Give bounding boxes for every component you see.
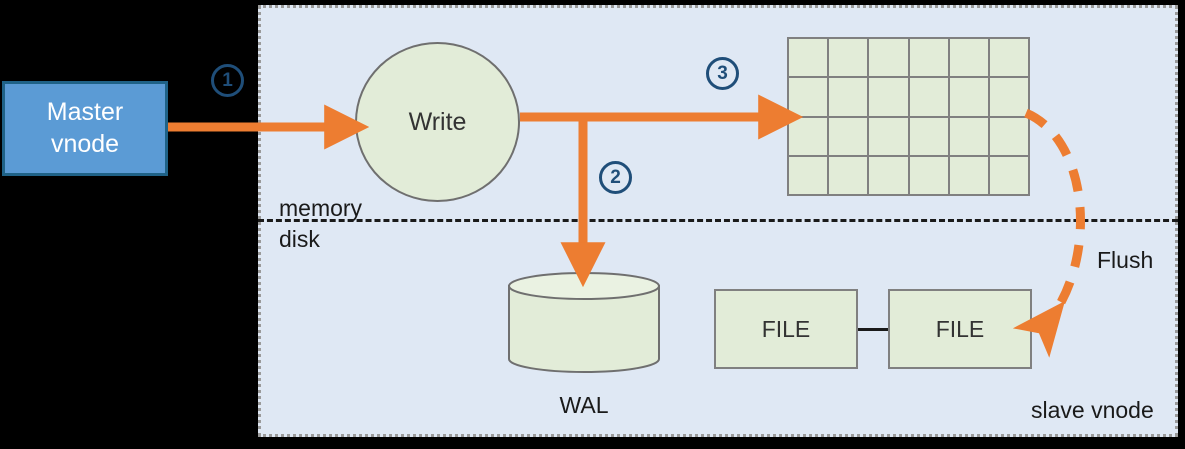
wal-cylinder-shape	[508, 272, 660, 373]
memtable-cell	[829, 39, 868, 77]
file-box-2[interactable]: FILE	[888, 289, 1032, 369]
memtable-cell	[989, 78, 1028, 116]
wal-cylinder[interactable]	[508, 272, 660, 373]
file-box-1[interactable]: FILE	[714, 289, 858, 369]
memtable-cell	[949, 117, 988, 155]
memory-label: memory	[279, 195, 363, 221]
memtable-cell	[909, 78, 948, 116]
memtable-cell	[949, 39, 988, 77]
memtable-cell	[789, 78, 828, 116]
memtable-cell	[869, 156, 908, 194]
memtable-cell	[789, 117, 828, 155]
master-vnode-line2: vnode	[50, 129, 120, 158]
write-node[interactable]: Write	[355, 42, 520, 202]
step-badge-1: 1	[211, 64, 244, 97]
memtable-cell	[909, 117, 948, 155]
memtable-cell	[949, 156, 988, 194]
write-node-label: Write	[408, 107, 467, 136]
master-vnode-box[interactable]: Master vnode	[2, 81, 168, 176]
file-box-1-label: FILE	[761, 315, 811, 342]
master-vnode-line1: Master	[46, 98, 124, 127]
memtable-cell	[829, 156, 868, 194]
memory-disk-divider	[258, 219, 1178, 222]
wal-label: WAL	[559, 392, 609, 418]
memtable-cell	[829, 117, 868, 155]
step-badge-3: 3	[706, 57, 739, 90]
file-link-connector	[858, 328, 888, 331]
memtable-cell	[829, 78, 868, 116]
memtable-cell	[909, 39, 948, 77]
slave-vnode-label: slave vnode	[1031, 397, 1154, 423]
memtable-cell	[869, 78, 908, 116]
disk-label: disk	[279, 226, 320, 252]
memtable-cell	[949, 78, 988, 116]
memtable-cell	[989, 117, 1028, 155]
memtable-cell	[989, 39, 1028, 77]
step-badge-2: 2	[599, 161, 632, 194]
memtable-cell	[869, 39, 908, 77]
memtable-cell	[989, 156, 1028, 194]
memtable-cell	[909, 156, 948, 194]
memtable-cell	[789, 156, 828, 194]
flush-label: Flush	[1097, 247, 1154, 273]
memtable-cell	[869, 117, 908, 155]
file-box-2-label: FILE	[935, 315, 985, 342]
memtable-grid	[787, 37, 1030, 196]
memtable-cell	[789, 39, 828, 77]
